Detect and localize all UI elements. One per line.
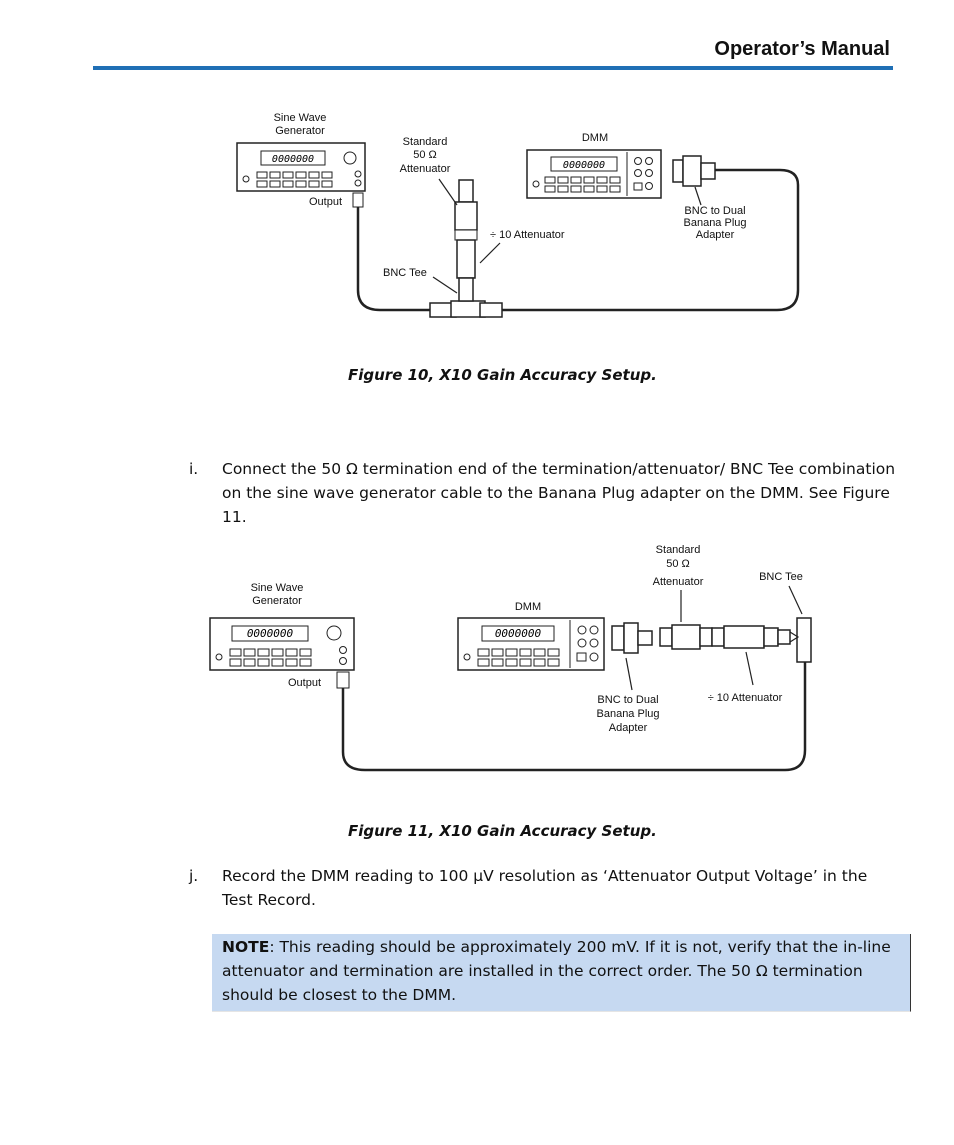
fig11-standard-attenuator [671,624,701,650]
fig10-bnc-tee-label: BNC Tee [383,267,427,279]
fig11-ten-atten-label: ÷ 10 Attenuator [708,692,783,704]
fig11-bnc-tee-notch [789,631,800,643]
fig11-sine-knob [326,625,342,641]
fig11-adapter-label-2: Banana Plug [597,708,660,720]
fig10-dmm-cable [502,168,800,312]
fig11-std-atten-left [659,627,673,647]
note-text: : This reading should be approximately 2… [222,938,891,1004]
fig10-sine-label-2: Generator [275,125,325,137]
fig11-ten-attenuator [723,625,765,649]
fig10-dmm-label: DMM [582,132,608,144]
fig11-bnc-tee [796,617,812,663]
fig11-ten-atten-arrow [745,651,754,686]
figure-11-caption: Figure 11, X10 Gain Accuracy Setup. [348,822,657,840]
fig10-sine-label-1: Sine Wave [274,112,327,124]
fig10-adapter-arrow [694,186,702,206]
fig11-dmm-keys [463,620,599,668]
figure-11-diagram: Sine Wave Generator 0000000 Output DMM 0… [200,540,830,780]
fig11-adapter-body [623,622,639,654]
fig11-dmm-display [481,625,555,642]
step-i-text: Connect the 50 Ω termination end of the … [222,460,896,526]
fig11-bnc-tee-label: BNC Tee [759,571,803,583]
figure-10-diagram: Sine Wave Generator 0000000 Output BNC T… [225,105,815,330]
fig11-sine-keys [215,646,347,667]
fig10-adapter-label-1: BNC to Dual [684,205,745,217]
fig10-std-atten-label-3: Attenuator [400,163,451,175]
fig10-adapter-bnc [700,162,716,180]
fig10-bnc-tee-right [479,302,503,318]
fig10-ten-atten-label: ÷ 10 Attenuator [490,229,565,241]
fig11-ten-atten-right [763,627,779,647]
fig11-std-atten-right [699,627,713,647]
fig10-ten-attenuator [456,239,476,279]
fig11-std-atten-label-1: Standard [656,544,701,556]
fig11-sine-display-value: 0000000 [247,627,294,640]
fig11-adapter-arrow [625,657,633,691]
fig10-attenuator-bottom [458,277,474,302]
fig11-ten-atten-left [711,627,725,647]
fig10-attenuator-joint [454,229,478,241]
fig10-dmm-display [550,156,618,172]
fig10-standard-attenuator [454,201,478,231]
note-box: NOTE: This reading should be approximate… [212,934,911,1012]
fig11-adapter-bnc [637,630,653,646]
fig10-output-label: Output [309,196,342,208]
fig10-generator-cable [356,207,430,312]
fig10-sine-display [260,150,326,166]
fig11-adapter-label-3: Adapter [609,722,648,734]
fig10-sine-keys [242,170,362,188]
fig10-std-atten-label-1: Standard [403,136,448,148]
figure-10-caption: Figure 10, X10 Gain Accuracy Setup. [348,366,657,384]
fig10-bnc-tee-arrow [432,276,458,294]
fig11-adapter-label-1: BNC to Dual [597,694,658,706]
fig10-adapter-label-3: Adapter [696,229,735,241]
page-header-title: Operator’s Manual [714,38,890,60]
fig11-cable [341,660,807,772]
fig10-std-atten-arrow [438,178,458,206]
fig11-std-atten-label-3: Attenuator [653,576,704,588]
figure-11-svg: Sine Wave Generator 0000000 Output DMM 0… [209,544,812,772]
fig10-dmm-keys [532,152,653,196]
fig10-sine-knob [343,151,357,165]
fig11-dmm-label: DMM [515,601,541,613]
fig11-sine-display [231,625,309,642]
fig10-adapter-body [682,155,702,187]
fig10-standard-attenuator-top [458,179,474,203]
step-j-marker: j. [189,867,199,885]
fig11-output-label: Output [288,677,321,689]
step-i-marker: i. [189,460,199,478]
fig11-dmm-display-value: 0000000 [495,627,542,640]
note-label: NOTE [222,938,270,956]
fig11-bnc-tee-inlet [777,629,791,645]
fig10-sine-display-value: 0000000 [272,154,314,165]
step-j-text: Record the DMM reading to 100 µV resolut… [222,867,868,909]
figure-10-svg: Sine Wave Generator 0000000 Output BNC T… [236,112,800,318]
fig10-adapter-label-2: Banana Plug [684,217,747,229]
fig11-sine-label-1: Sine Wave [251,582,304,594]
fig10-ten-atten-arrow [479,242,501,264]
fig11-sine-label-2: Generator [252,595,302,607]
header-rule [93,66,893,70]
fig11-adapter-plug [611,625,625,651]
fig10-dmm-display-value: 0000000 [563,160,605,171]
fig10-output-connector [352,192,364,208]
fig11-std-atten-label-2: 50 Ω [666,558,690,570]
fig10-std-atten-label-2: 50 Ω [413,149,437,161]
fig11-output-connector [336,671,350,689]
fig10-adapter-plug [672,159,684,183]
fig11-bnc-tee-arrow [788,585,803,615]
